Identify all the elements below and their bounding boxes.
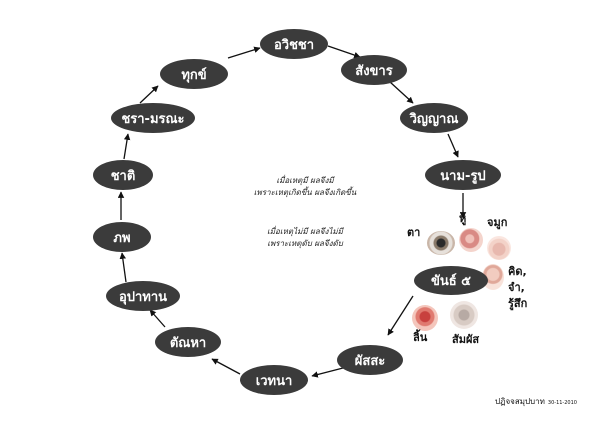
mind-image bbox=[482, 264, 504, 290]
arrow-vinnana-namarupa bbox=[447, 133, 459, 158]
ear-label: หู bbox=[459, 212, 467, 225]
arrow-sankhara-vinnana bbox=[389, 81, 414, 104]
footer-date: 30-11-2010 bbox=[547, 400, 577, 406]
tongue-image bbox=[412, 305, 438, 331]
center-verse-ceasing: เมื่อเหตุไม่มี ผลจึงไม่มี เพราะเหตุดับ ผ… bbox=[230, 226, 380, 250]
verse-line-4: เพราะเหตุดับ ผลจึงดับ bbox=[267, 239, 343, 248]
node-khandha-5: ขันธ์ ๕ bbox=[414, 266, 488, 295]
arrow-vedana-tanha bbox=[211, 358, 241, 375]
arrow-jati-jaramarana bbox=[123, 133, 131, 160]
arrow-jaramarana-dukkha bbox=[139, 85, 159, 104]
node-jaramarana: ชรา-มรณะ bbox=[111, 103, 195, 133]
node-tanha: ตัณหา bbox=[155, 327, 221, 357]
ear-image bbox=[459, 228, 483, 252]
touch-image bbox=[450, 301, 478, 329]
node-namarupa: นาม-รูป bbox=[425, 160, 501, 190]
arrow-dukkha-avijja bbox=[227, 46, 261, 59]
verse-line-3: เมื่อเหตุไม่มี ผลจึงไม่มี bbox=[267, 227, 343, 236]
eye-label: ตา bbox=[407, 226, 421, 239]
mind-label-remember: จำ, bbox=[508, 281, 525, 294]
arrow-khandha-phassa bbox=[387, 295, 414, 336]
node-phassa: ผัสสะ bbox=[337, 345, 403, 375]
eye-image bbox=[427, 231, 455, 255]
node-vinnana: วิญญาณ bbox=[400, 103, 468, 133]
node-dukkha: ทุกข์ bbox=[160, 59, 228, 89]
touch-label: สัมผัส bbox=[452, 333, 480, 346]
node-upadana: อุปาทาน bbox=[106, 281, 180, 311]
node-avijja: อวิชชา bbox=[260, 29, 328, 59]
arrow-avijja-sankhara bbox=[327, 45, 361, 59]
arrow-upadana-bhava bbox=[119, 252, 127, 283]
node-vedana: เวทนา bbox=[240, 365, 308, 395]
nose-image bbox=[487, 236, 511, 260]
mind-label-feel: รู้สึก bbox=[508, 297, 528, 310]
node-sankhara: สังขาร bbox=[341, 55, 407, 85]
verse-line-1: เมื่อเหตุมี ผลจึงมี bbox=[276, 176, 334, 185]
tongue-label: ลิ้น bbox=[413, 331, 428, 344]
nose-label: จมูก bbox=[487, 216, 508, 229]
arrow-phassa-vedana bbox=[311, 367, 344, 378]
footer-title: ปฏิจจสมุปบาท bbox=[495, 397, 545, 406]
arrow-tanha-upadana bbox=[149, 309, 166, 328]
node-bhava: ภพ bbox=[93, 222, 151, 252]
verse-line-2: เพราะเหตุเกิดขึ้น ผลจึงเกิดขึ้น bbox=[253, 188, 357, 197]
node-jati: ชาติ bbox=[93, 160, 153, 190]
center-verse-arising: เมื่อเหตุมี ผลจึงมี เพราะเหตุเกิดขึ้น ผล… bbox=[230, 175, 380, 199]
mind-label-think: คิด, bbox=[508, 265, 527, 278]
